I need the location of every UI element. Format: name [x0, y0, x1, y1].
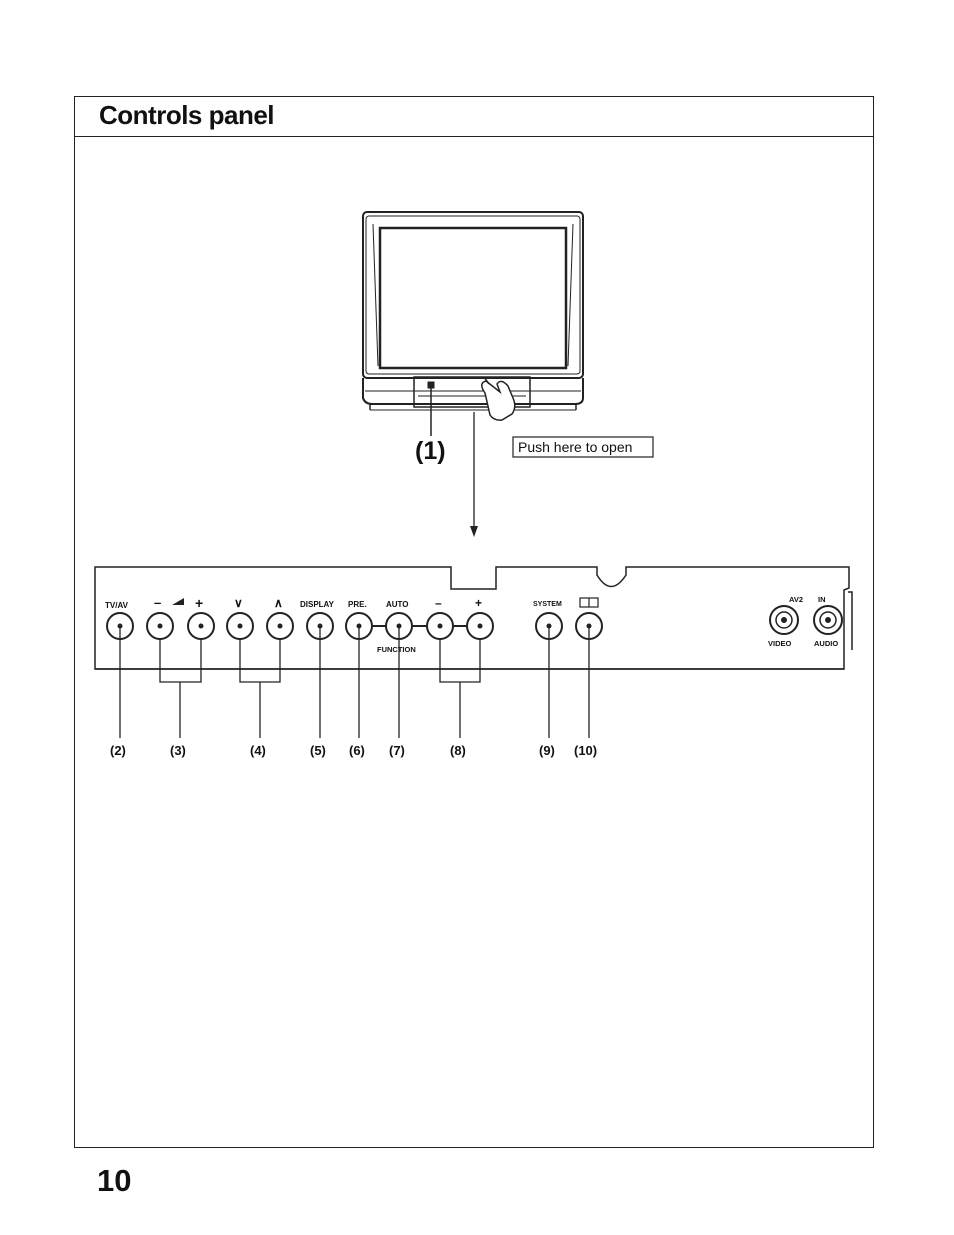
- panel-buttons: [107, 613, 602, 639]
- push-here-label: Push here to open: [518, 439, 632, 455]
- arrow-head: [470, 526, 478, 537]
- callout-8: (8): [450, 743, 466, 758]
- callout-9: (9): [539, 743, 555, 758]
- label-function: FUNCTION: [377, 645, 416, 654]
- callout-2: (2): [110, 743, 126, 758]
- label-func-minus: –: [435, 596, 442, 610]
- callout-10: (10): [574, 743, 597, 758]
- label-vol-minus: –: [154, 595, 161, 610]
- callout-3: (3): [170, 743, 186, 758]
- callout-7: (7): [389, 743, 405, 758]
- label-tv-av: TV/AV: [105, 601, 129, 610]
- label-ch-down: ∨: [234, 596, 243, 610]
- label-system: SYSTEM: [533, 601, 562, 608]
- label-auto: AUTO: [386, 600, 409, 609]
- label-video: VIDEO: [768, 639, 792, 648]
- callout-numbers: (2) (3) (4) (5) (6) (7) (8) (9) (10): [110, 743, 597, 758]
- page-number: 10: [97, 1163, 131, 1199]
- label-in: IN: [818, 595, 826, 604]
- callout-6: (6): [349, 743, 365, 758]
- label-av2: AV2: [789, 595, 803, 604]
- callout-4: (4): [250, 743, 266, 758]
- hand-pointer-icon: [482, 377, 515, 420]
- label-func-plus: +: [475, 596, 482, 610]
- label-audio: AUDIO: [814, 639, 838, 648]
- leader-lines: [120, 626, 589, 738]
- label-pre: PRE.: [348, 600, 367, 609]
- label-display: DISPLAY: [300, 600, 335, 609]
- tv-illustration: [363, 212, 583, 410]
- callout-1: (1): [415, 437, 446, 465]
- teletext-icon: [580, 598, 598, 607]
- label-ch-up: ∧: [274, 596, 283, 610]
- volume-icon: [172, 598, 184, 605]
- callout-5: (5): [310, 743, 326, 758]
- label-vol-plus: +: [195, 595, 203, 611]
- av2-audio-jack[interactable]: [814, 606, 842, 634]
- av2-video-jack[interactable]: [770, 606, 798, 634]
